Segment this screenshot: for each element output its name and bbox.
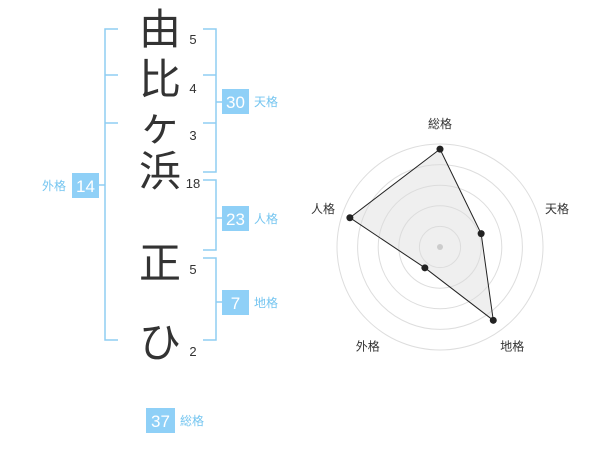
chikaku-badge (222, 290, 249, 315)
soukaku-label: 総格 (180, 413, 204, 428)
stroke-count-6: 2 (189, 344, 196, 359)
chikaku-value: 7 (231, 294, 240, 313)
radar-ring (418, 225, 462, 269)
soukaku-badge (146, 408, 175, 433)
stroke-count-3: 3 (189, 128, 196, 143)
stroke-count-4: 18 (186, 176, 200, 191)
radar-point-3 (489, 316, 497, 324)
gaikaku-badge (72, 173, 99, 198)
radar-axis-label: 外格 (356, 339, 380, 354)
tenkaku-label: 天格 (254, 94, 278, 109)
radar-ring (336, 143, 544, 351)
name-char-4: 浜 (139, 147, 181, 196)
tenkaku-badge (222, 89, 249, 114)
tenkaku-value: 30 (226, 93, 245, 112)
jinkaku-bracket (203, 179, 217, 251)
name-char-5: 正 (139, 239, 181, 288)
name-char-6: ひ (139, 318, 181, 367)
chikaku-bracket (203, 257, 217, 341)
radar-axis-label: 天格 (545, 201, 569, 216)
radar-axis-label: 地格 (500, 339, 524, 354)
gaikaku-value: 14 (76, 177, 95, 196)
radar-point-5 (346, 214, 354, 222)
radar-point-2 (477, 230, 485, 238)
stroke-count-5: 5 (189, 262, 196, 277)
stroke-count-2: 4 (189, 81, 196, 96)
radar-polygon (349, 148, 494, 322)
radar-ring (357, 164, 523, 330)
radar-point-4 (421, 264, 429, 272)
chikaku-label: 地格 (254, 295, 278, 310)
stroke-count-1: 5 (189, 32, 196, 47)
name-char-2: 比 (139, 55, 181, 104)
jinkaku-label: 人格 (254, 211, 278, 226)
soukaku-value: 37 (151, 412, 170, 431)
radar-ring (398, 205, 482, 289)
name-char-3: ヶ (139, 101, 181, 150)
radar-ring (377, 184, 503, 310)
name-char-1: 由 (139, 5, 181, 54)
gaikaku-label: 外格 (42, 178, 66, 193)
radar-axis-label: 総格 (428, 116, 452, 131)
radar-axis-label: 人格 (311, 201, 335, 216)
tenkaku-bracket (203, 28, 217, 173)
jinkaku-badge (222, 206, 249, 231)
jinkaku-value: 23 (226, 210, 245, 229)
radar-center-dot (437, 244, 443, 250)
radar-point-1 (436, 145, 444, 153)
